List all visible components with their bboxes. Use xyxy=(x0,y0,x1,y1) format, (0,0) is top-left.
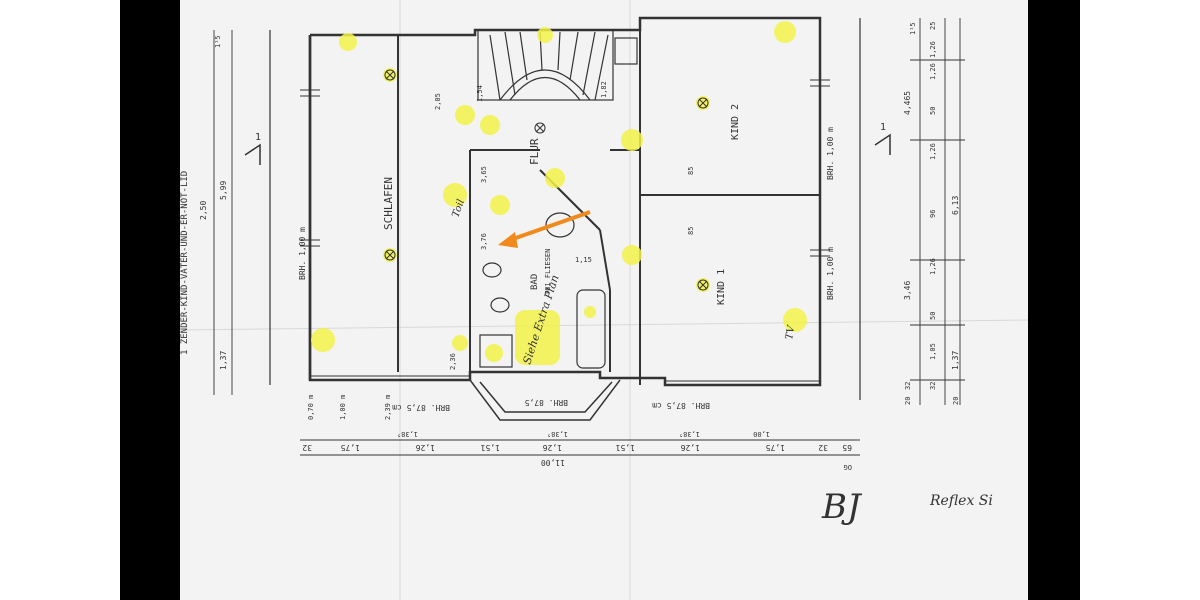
dim-right-126-c: 1,26 xyxy=(929,258,937,275)
dim-left-599: 5,99 xyxy=(219,181,228,200)
window-markings xyxy=(300,79,830,382)
dim-inner-100m: 1,00 m xyxy=(339,395,347,420)
dimension-lines xyxy=(213,18,965,456)
dim-right-613: 6,13 xyxy=(951,196,960,215)
dim-bottom-126-c: 1,26 xyxy=(681,443,700,452)
room-label-bad-sub: T81 FLIESEN xyxy=(544,249,552,295)
room-label-schlafen: SCHLAFEN xyxy=(382,177,395,230)
dim-inner-182: 1,82 xyxy=(600,81,608,98)
staircase xyxy=(477,29,638,101)
dim-inner-115: 1,15 xyxy=(575,256,592,264)
dim-inner-239m: 2,39 m xyxy=(384,395,392,420)
dim-right-96: 96 xyxy=(929,210,937,218)
dim-bottom-32-left: 32 xyxy=(302,443,312,452)
dim-right-115: 1¹5 xyxy=(909,22,917,35)
dim-inner-236: 2,36 xyxy=(449,353,457,370)
dim-inner-070m: 0,70 m xyxy=(307,395,315,420)
dim-right-50-b: 50 xyxy=(929,312,937,320)
room-label-bad: BAD xyxy=(530,274,540,290)
dim-inner-376: 3,76 xyxy=(480,233,488,250)
brh-875-mid: BRH. 87,5 xyxy=(524,398,568,407)
right-black-border xyxy=(1028,0,1080,600)
bathtub-icon xyxy=(576,289,606,369)
dim-bottom-1385-b: 1,38⁵ xyxy=(547,430,568,438)
brh-label-right-bottom: BRH. 1,00 m xyxy=(826,247,835,300)
dim-inner-85-b: 85 xyxy=(687,227,695,235)
dim-inner-154: 1,54 xyxy=(476,85,484,102)
bay-window xyxy=(469,379,621,421)
inner-walls xyxy=(397,30,820,385)
signature-note: Reflex Si xyxy=(929,493,993,509)
dim-right-137: 1,37 xyxy=(951,351,960,370)
room-label-flur: FLUR xyxy=(528,138,541,165)
brh-label-right-top: BRH. 1,00 m xyxy=(826,127,835,180)
washbasin-icon xyxy=(545,212,575,238)
dim-inner-365: 3,65 xyxy=(480,166,488,183)
dim-right-4465: 4,465 xyxy=(903,91,912,115)
section-number-left: 1 xyxy=(255,132,261,143)
dim-bottom-175-right: 1,75 xyxy=(766,443,785,452)
section-arrow-left-icon xyxy=(244,143,261,165)
dim-bottom-1385-c: 1,38⁵ xyxy=(679,430,700,438)
dim-right-126-a: 1,26 xyxy=(929,63,937,80)
bidet-icon xyxy=(490,297,510,313)
section-number-right: 1 xyxy=(880,122,886,133)
signature: BJ xyxy=(821,487,863,527)
dim-bottom-175-left: 1,75 xyxy=(341,443,360,452)
brh-875-left: BRH. 87,5 cm xyxy=(392,403,450,412)
section-marks xyxy=(244,133,891,165)
dim-right-32-b: 32 xyxy=(929,382,937,390)
dim-bottom-32-right: 32 xyxy=(818,443,828,452)
dim-right-126-b: 1,26 xyxy=(929,143,937,160)
left-black-border xyxy=(120,0,180,600)
lamp-symbols xyxy=(384,69,709,291)
bathroom-fixtures xyxy=(479,212,606,369)
dim-bottom-151-b: 1,51 xyxy=(616,443,635,452)
dim-inner-85-a: 85 xyxy=(687,167,695,175)
dim-right-126-d: 1,26 xyxy=(929,41,937,58)
electrical-highlights xyxy=(311,21,807,365)
room-label-kind1: KIND 1 xyxy=(716,269,727,305)
brh-875-right: BRH. 87,5 cm xyxy=(652,401,710,410)
dim-bottom-1100: 11,00 xyxy=(541,458,565,467)
shower-icon xyxy=(479,334,513,368)
dim-right-50-a: 50 xyxy=(929,107,937,115)
dim-bottom-65: 65 xyxy=(842,443,852,452)
dim-inner-205: 2,05 xyxy=(434,93,442,110)
dim-right-346: 3,46 xyxy=(903,281,912,300)
dim-right-20-b: 20 xyxy=(952,397,960,405)
dim-bottom-126-b: 1,26 xyxy=(543,443,562,452)
room-label-kind2: KIND 2 xyxy=(730,104,741,140)
dim-inner-100: 1,00 xyxy=(753,430,770,438)
section-arrow-right-icon xyxy=(874,133,891,155)
dim-bottom-126-a: 1,26 xyxy=(416,443,435,452)
dim-right-32-a: 32 xyxy=(904,382,912,390)
dim-bottom-og: OG xyxy=(844,463,852,471)
dim-bottom-151-a: 1,51 xyxy=(481,443,500,452)
dim-bottom-1385-a: 1,38⁵ xyxy=(397,430,418,438)
dim-left-115: 1¹5 xyxy=(214,35,222,48)
dim-right-105: 1,05 xyxy=(929,343,937,360)
dim-left-137: 1,37 xyxy=(219,351,228,370)
dim-left-250: 2,50 xyxy=(199,201,208,220)
toilet-icon xyxy=(482,262,502,278)
handwritten-tv: TV xyxy=(784,323,798,340)
orange-arrow xyxy=(498,210,591,248)
dim-right-20-a: 20 xyxy=(904,397,912,405)
brh-label-left: BRH. 1,00 m xyxy=(298,227,307,280)
dim-right-25: 25 xyxy=(929,22,937,30)
header-text: 1 ZENDER-KIND-VATER-UND-ER-NOT-LID xyxy=(180,171,190,355)
